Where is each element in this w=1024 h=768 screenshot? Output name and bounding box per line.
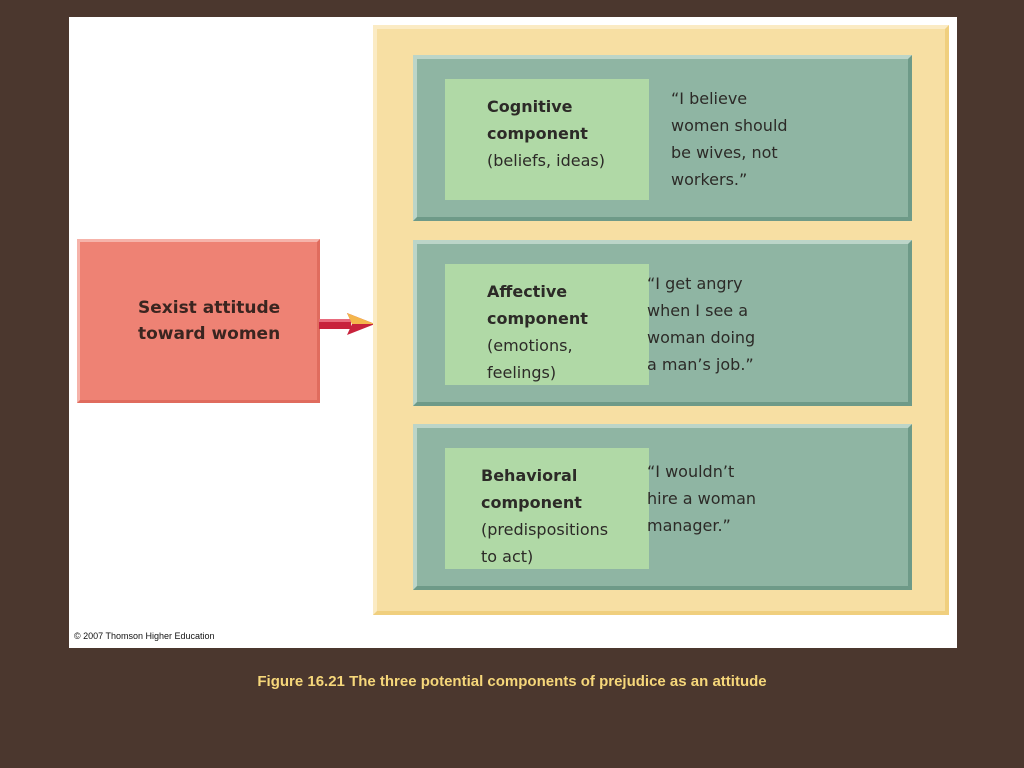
component-box-affective: Affective component (emotions, feelings)… [413, 240, 912, 406]
component-label-cognitive: Cognitive component (beliefs, ideas) [445, 79, 649, 200]
attitude-label: Sexist attitude toward women [138, 298, 281, 344]
arrow-icon [319, 313, 375, 335]
copyright-notice: © 2007 Thomson Higher Education [74, 631, 215, 641]
example-quote: “I believe women should be wives, not wo… [671, 89, 788, 189]
figure-caption: Figure 16.21 The three potential compone… [257, 673, 767, 690]
component-box-behavioral: Behavioral component (predispositions to… [413, 424, 912, 590]
component-box-cognitive: Cognitive component (beliefs, ideas) “I … [413, 55, 912, 221]
figure-panel: Sexist attitude toward women Cognitive c… [69, 17, 957, 648]
example-quote: “I wouldn’t hire a woman manager.” [647, 462, 757, 535]
example-quote: “I get angry when I see a woman doing a … [647, 274, 756, 374]
component-name: Cognitive component [487, 97, 588, 143]
component-name: Affective component [487, 282, 588, 328]
component-description: (beliefs, ideas) [487, 151, 605, 170]
component-description: (predispositions to act) [481, 520, 609, 566]
component-name: Behavioral component [481, 466, 582, 512]
components-panel: Cognitive component (beliefs, ideas) “I … [373, 25, 949, 615]
component-label-affective: Affective component (emotions, feelings) [445, 264, 649, 385]
attitude-box: Sexist attitude toward women [77, 239, 320, 403]
component-description: (emotions, feelings) [487, 336, 573, 382]
component-label-behavioral: Behavioral component (predispositions to… [445, 448, 649, 569]
